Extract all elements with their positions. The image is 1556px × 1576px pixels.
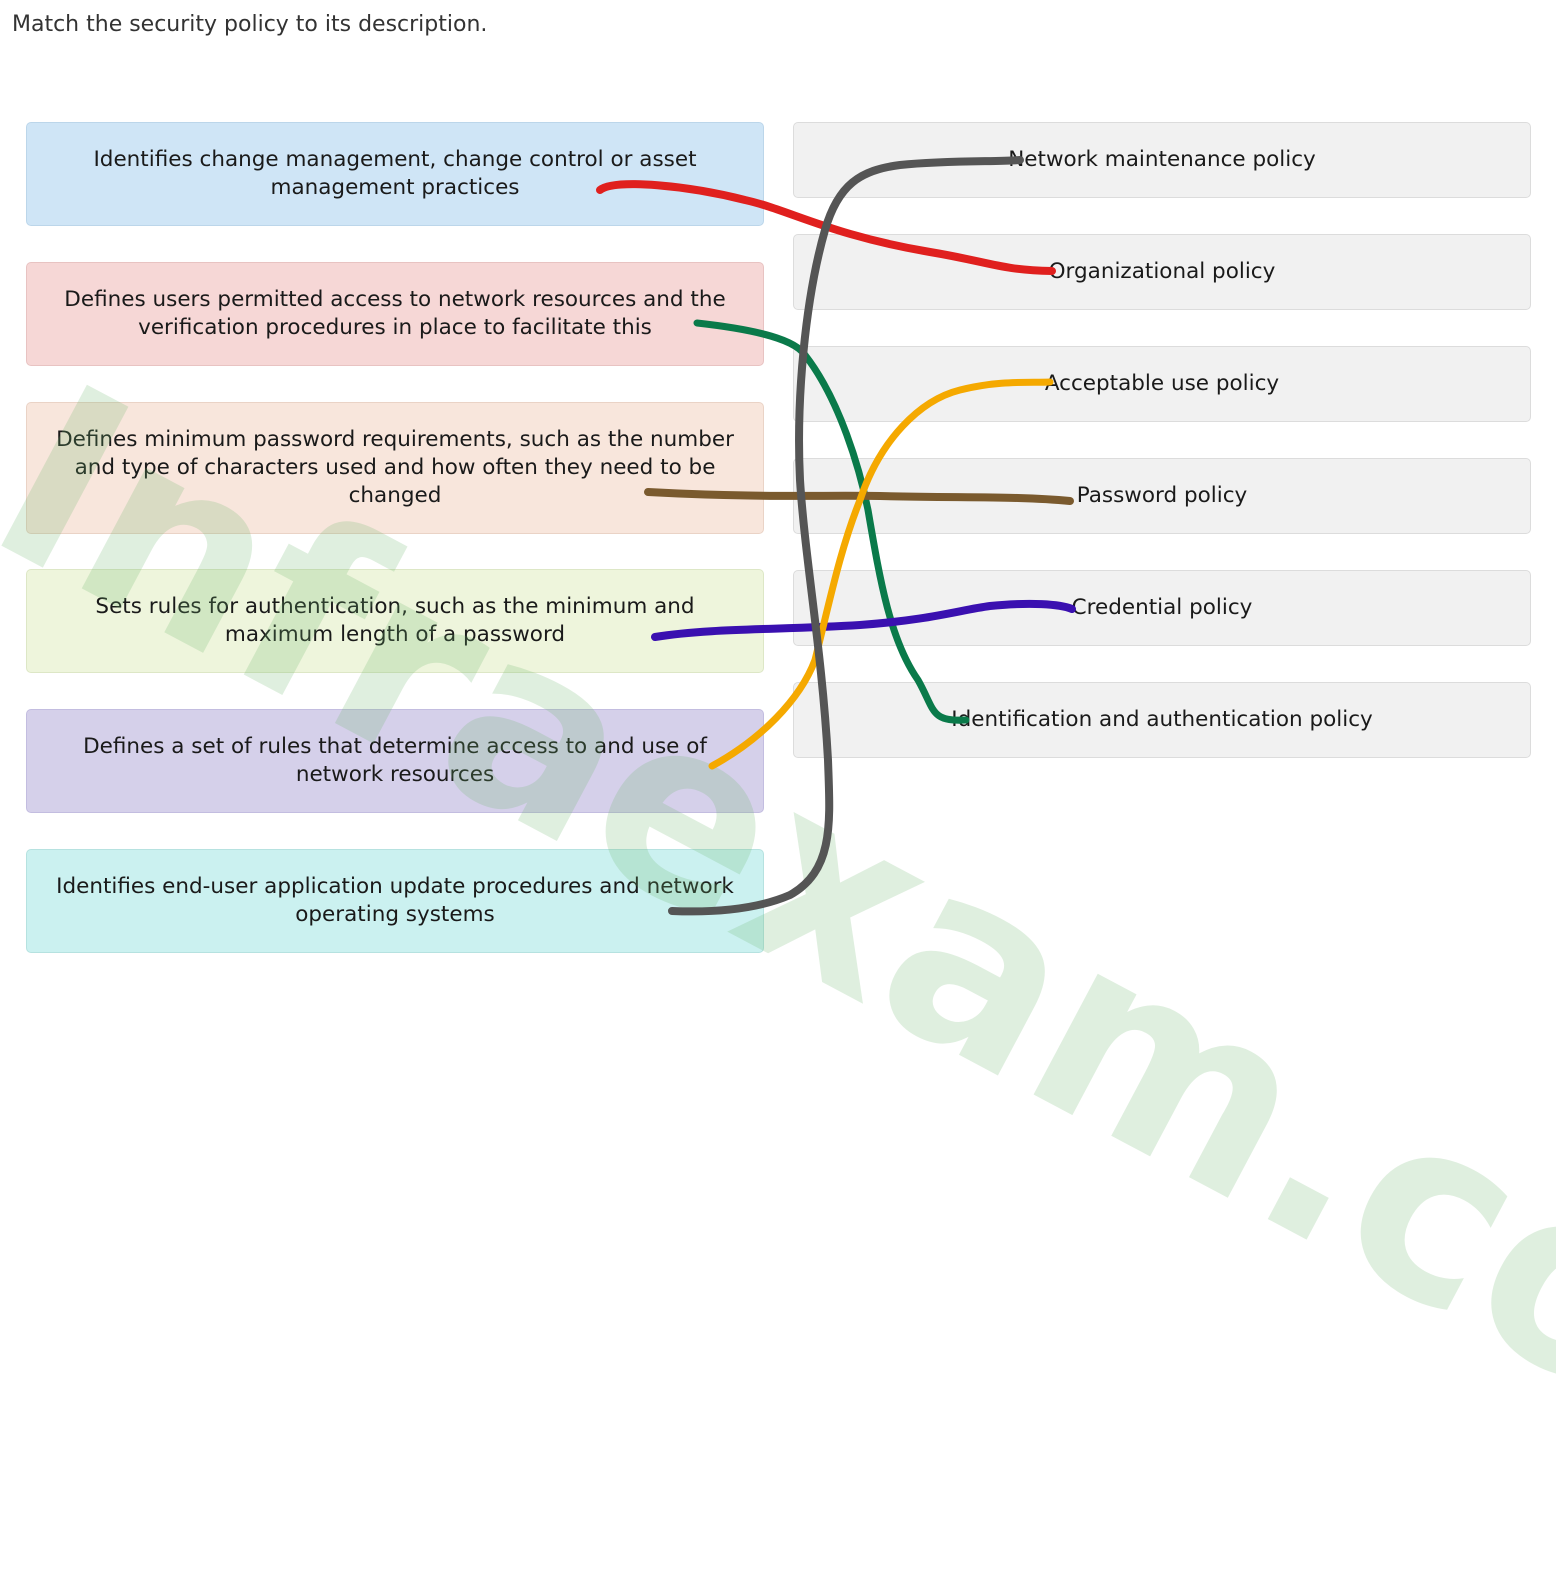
- description-text: Sets rules for authentication, such as t…: [95, 594, 695, 647]
- policy-label: Organizational policy: [1048, 259, 1276, 284]
- policy-card-network-maintenance[interactable]: Network maintenance policy: [793, 122, 1531, 198]
- description-card-users-access[interactable]: Defines users permitted access to networ…: [26, 262, 764, 366]
- policy-card-organizational[interactable]: Organizational policy: [793, 234, 1531, 310]
- description-text: Identifies change management, change con…: [93, 147, 697, 200]
- policy-label: Credential policy: [1071, 595, 1253, 620]
- policy-card-credential[interactable]: Credential policy: [793, 570, 1531, 646]
- policy-card-identification-authentication[interactable]: Identification and authentication policy: [793, 682, 1531, 758]
- description-text: Defines minimum password requirements, s…: [56, 427, 734, 508]
- description-text: Identifies end-user application update p…: [56, 874, 734, 927]
- policy-label: Identification and authentication policy: [951, 707, 1373, 732]
- description-card-access-rules[interactable]: Defines a set of rules that determine ac…: [26, 709, 764, 813]
- description-text: Defines a set of rules that determine ac…: [83, 734, 707, 787]
- description-card-update-procedures[interactable]: Identifies end-user application update p…: [26, 849, 764, 953]
- policy-card-password[interactable]: Password policy: [793, 458, 1531, 534]
- description-card-authentication-rules[interactable]: Sets rules for authentication, such as t…: [26, 569, 764, 673]
- description-card-change-management[interactable]: Identifies change management, change con…: [26, 122, 764, 226]
- policy-card-acceptable-use[interactable]: Acceptable use policy: [793, 346, 1531, 422]
- description-text: Defines users permitted access to networ…: [64, 287, 726, 340]
- question-prompt: Match the security policy to its descrip…: [12, 12, 488, 37]
- policy-label: Network maintenance policy: [1008, 147, 1316, 172]
- description-card-password-requirements[interactable]: Defines minimum password requirements, s…: [26, 402, 764, 534]
- policy-label: Acceptable use policy: [1044, 371, 1280, 396]
- policy-label: Password policy: [1076, 483, 1248, 508]
